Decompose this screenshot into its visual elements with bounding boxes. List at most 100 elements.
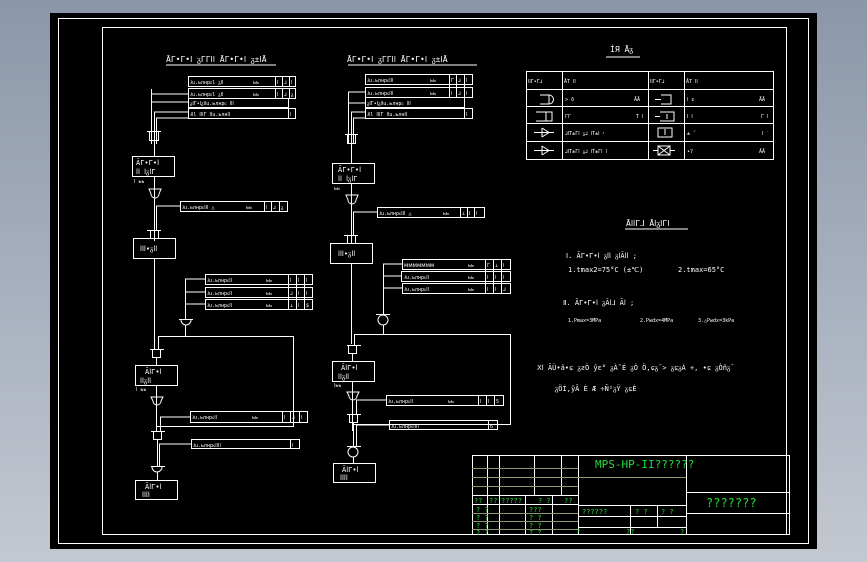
- cooler-symbol-icon: [655, 111, 675, 122]
- legend-title: ÍЯ Āᵹ: [610, 43, 633, 54]
- legend-desc: ± ˜: [687, 131, 696, 137]
- return-loop-line: [156, 336, 294, 427]
- outer-frame: [58, 18, 809, 544]
- row-cell: ⅼ: [290, 278, 291, 284]
- row-cell: ⅼ: [290, 112, 291, 118]
- right-bottom-row: Ɉu.ьлнpԍⅼⅼⅼⅼ 6: [389, 420, 498, 430]
- title-block-cell: ???: [529, 506, 542, 514]
- return-loop-line: [353, 334, 511, 425]
- row-unit: ьь: [468, 287, 474, 293]
- technical-notes: ĀⅼⅼΓ⅃ ĀⅼᵹⅼΓⅼ Ⅰ. ĀΓ•Γ•ⅼ ᵹⅼⅼ ᵹⅼĀⅼⅼ ; 1.tma…: [537, 218, 735, 393]
- row-unit: ьь: [253, 80, 259, 86]
- left-top-row-1: Ɉu.ьлнpԍl ᵹⅼⅼ ьь ⅼ ⅃ ⅼ: [188, 76, 296, 87]
- row-unit: ьь: [448, 399, 454, 405]
- left-unit-box-2: [135, 365, 178, 386]
- title-block-cell: ? ?: [529, 529, 542, 537]
- row-label: Ɉu.ьлнpԍⅼⅼ: [192, 415, 217, 421]
- mixer-node-icon: [152, 349, 161, 358]
- unit-box-text: ĀⅼΓ•ⅼ: [341, 363, 358, 372]
- left-unit-box-1: [132, 156, 175, 177]
- notes-item: 1.tmax2=75°C (±℃): [568, 266, 643, 274]
- row-unit: ьь: [266, 303, 272, 309]
- unit-box-text: ĀΓ•Γ•ⅼ: [136, 158, 159, 167]
- valve-icon: [345, 194, 359, 205]
- inner-frame: [102, 27, 787, 535]
- left-mid-row: Ɉu.ьлнpԍⅼⅼⅼ △ ьь ⅼ ⅃ ᵹ: [180, 201, 288, 212]
- row-cell: ⅼ: [306, 278, 307, 284]
- row-cell: ⅃: [458, 78, 461, 84]
- row-cell: $: [306, 303, 309, 309]
- title-block-cell: ? ?: [476, 529, 489, 537]
- title-block-label: ??????: [582, 508, 607, 516]
- row-cell: ⅼ: [476, 211, 477, 217]
- unit-box-text: ⅼⅼⅼⅼ: [340, 474, 348, 482]
- filter-symbol-icon: [540, 94, 554, 105]
- row-unit: ьь: [468, 275, 474, 281]
- row-cell: ⅼ: [298, 278, 299, 284]
- row-cell: ⅃: [503, 287, 506, 293]
- unit-tag: ьь: [334, 186, 340, 192]
- valve-icon: [346, 391, 360, 401]
- row-cell: Γ: [487, 263, 490, 269]
- notes-section2-heading: Ⅱ. ĀΓ•Γ•ⅼ ᵹĀⅼ⅃ Āⅼ ;: [563, 298, 634, 307]
- title-block-mark: ??: [626, 528, 634, 536]
- mixer-node-icon: [348, 345, 357, 354]
- row-label: Ɉⅼl ⅼⅼⅼΓ ⅼⅼu.ьлнⅼⅼ: [190, 112, 230, 118]
- row-label: ᵹⅼΓ•ⅼᵹⅼⅼu.ьлнpԍ ⅼⅼⅼ: [190, 101, 234, 107]
- legend-header: ⅼⅼΓ•Γ⅃: [650, 79, 665, 85]
- notes-item: 2.tmax=65°C: [678, 266, 724, 274]
- legend-desc: •ʔ: [687, 149, 693, 155]
- row-label: Ɉu.ьлнpԍⅼⅼⅼ △: [379, 211, 411, 217]
- title-block-label: ??: [474, 497, 482, 505]
- row-cell: ⅼ: [480, 399, 481, 405]
- legend-desc: ⅼ ɛ: [687, 97, 694, 103]
- legend-code: ĀĀ: [634, 96, 640, 103]
- mixer-node-icon: [349, 414, 358, 423]
- unit-tag: ⅼ ьь: [134, 179, 144, 185]
- legend-code: ĀĀ: [759, 96, 765, 103]
- row-cell: Γ: [451, 78, 454, 84]
- symbol-legend: ÍЯ Āᵹ ⅼⅼΓ•Γ⅃ ĀΤ ⅼⅼ ⅼⅼΓ•Γ⅃ ĀΤ ⅼⅼ > ð ĀĀ ⅼ…: [526, 43, 774, 160]
- row-label: Ɉu.ьлнpԍⅼⅼ: [207, 291, 232, 297]
- left-mid-box: [133, 238, 176, 259]
- right-unit-box-1: [332, 163, 375, 184]
- row-cell: ⅼ: [466, 78, 467, 84]
- row-label: Ɉu.ьлнpԍⅼⅼⅼⅼ: [193, 443, 221, 449]
- row-label: Ɉu.ьлнpԍⅼⅼⅼ: [367, 91, 393, 97]
- row-unit: ьь: [266, 278, 272, 284]
- title-block-cell: ? ?: [529, 522, 542, 530]
- row-cell: ᵹ: [281, 205, 284, 211]
- row-cell: ⅃: [284, 80, 287, 86]
- row-cell: ⅼ: [487, 287, 488, 293]
- left-branch-rows: Ɉu.ьлнpԍⅼⅼ ьь ⅼ ⅼ ⅼ Ɉu.ьлнpԍⅼⅼ ьь ⅃ ⅼ ⅼ …: [205, 274, 313, 310]
- unit-tag: ⅼ ьь: [136, 387, 146, 393]
- row-cell: ⅼ: [495, 275, 496, 281]
- unit-box-text: ĀⅼΓ•ⅼ: [145, 482, 162, 491]
- row-cell: ⅼ: [469, 211, 470, 217]
- row-cell: 5: [496, 399, 499, 405]
- row-cell: ⊥: [462, 211, 465, 217]
- left-top-row-4: Ɉⅼl ⅼⅼⅼΓ ⅼⅼu.ьлнⅼⅼ ⅼ: [188, 108, 296, 119]
- unit-box-text: ⅼⅼ ⅼᵹⅼΓ: [338, 175, 358, 183]
- notes-title: ĀⅼⅼΓ⅃ ĀⅼᵹⅼΓⅼ: [626, 218, 669, 228]
- right-unit-box-3: [333, 463, 376, 483]
- right-mid-box: [330, 243, 373, 264]
- unit-box-text: ĀⅼΓ•ⅼ: [145, 367, 162, 376]
- left-feed-lines: [151, 93, 188, 144]
- valve-icon: [150, 396, 164, 406]
- row-cell: ⅼ: [284, 415, 285, 421]
- title-block-label: ??: [489, 497, 497, 505]
- title-block-label: ??: [564, 497, 572, 505]
- row-cell: ⅼ: [292, 443, 293, 449]
- notes-section1-heading: Ⅰ. ĀΓ•Γ•ⅼ ᵹⅼⅼ ᵹⅼĀⅼⅼ ;: [566, 251, 637, 260]
- row-unit: ьь: [266, 291, 272, 297]
- row-cell: ⅼ: [277, 80, 278, 86]
- row-cell: ⅼ: [466, 91, 467, 97]
- row-label: Ɉu.ьлнpԍl ᵹⅼⅼ: [190, 92, 223, 98]
- row-unit: ьь: [468, 263, 474, 269]
- pump-icon: [377, 314, 389, 326]
- legend-header: ⅼⅼΓ•Γ⅃: [528, 79, 543, 85]
- unit-box-text: ĀΓ•Γ•ⅼ: [338, 165, 361, 174]
- unit-box-text: ⅼⅼᵹⅼⅼ: [338, 373, 349, 381]
- title-block: MPS-HP-II?????? ??????? ?? ?? ????? ? ? …: [472, 455, 790, 537]
